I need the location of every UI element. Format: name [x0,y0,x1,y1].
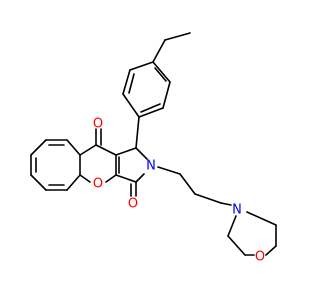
bond [152,61,171,83]
bond [135,116,140,149]
morpholine-ring [227,211,277,256]
bond [105,174,117,183]
benzo-ring [30,139,81,191]
bond [66,174,81,191]
atom-label-ring-oxygen: O [93,177,103,192]
pyranone-ring [79,128,120,183]
double-bond-inner [140,103,161,113]
bond [227,235,246,256]
propyl-chain [157,166,232,206]
bond [135,147,148,160]
molecule-structure: O O O N N O [30,32,277,265]
bond [30,139,47,156]
bond [129,61,154,71]
double-bond-inner [128,73,135,94]
bond [115,174,137,183]
bond [220,202,232,206]
atom-label-morpholine-oxygen: O [255,250,265,265]
atom-label-morpholine-nitrogen: N [232,203,242,218]
bond [66,139,81,156]
bond [157,166,181,175]
ethyl-bond [164,32,191,41]
double-bond-inner [154,67,167,82]
bond [79,174,91,183]
bond [115,147,137,156]
bond [122,69,131,95]
ethyl-bond [152,39,166,63]
pyrrolidinone-ring [115,147,148,197]
bond [135,173,145,183]
ethylphenyl-group [122,32,191,149]
bond [179,173,196,195]
bond [30,174,47,191]
atom-label-ketone-oxygen: O [93,117,103,132]
bond [227,215,237,237]
bond [79,144,97,156]
bond [265,245,277,256]
bond [162,81,171,109]
bond [194,193,222,204]
bond [122,93,140,118]
atom-label-amide-nitrogen: N [146,159,156,174]
atom-label-amide-oxygen: O [128,197,138,212]
bond [246,211,277,226]
structure-canvas: O O O N N O [30,32,277,265]
bond [138,107,164,118]
bond [95,144,117,156]
